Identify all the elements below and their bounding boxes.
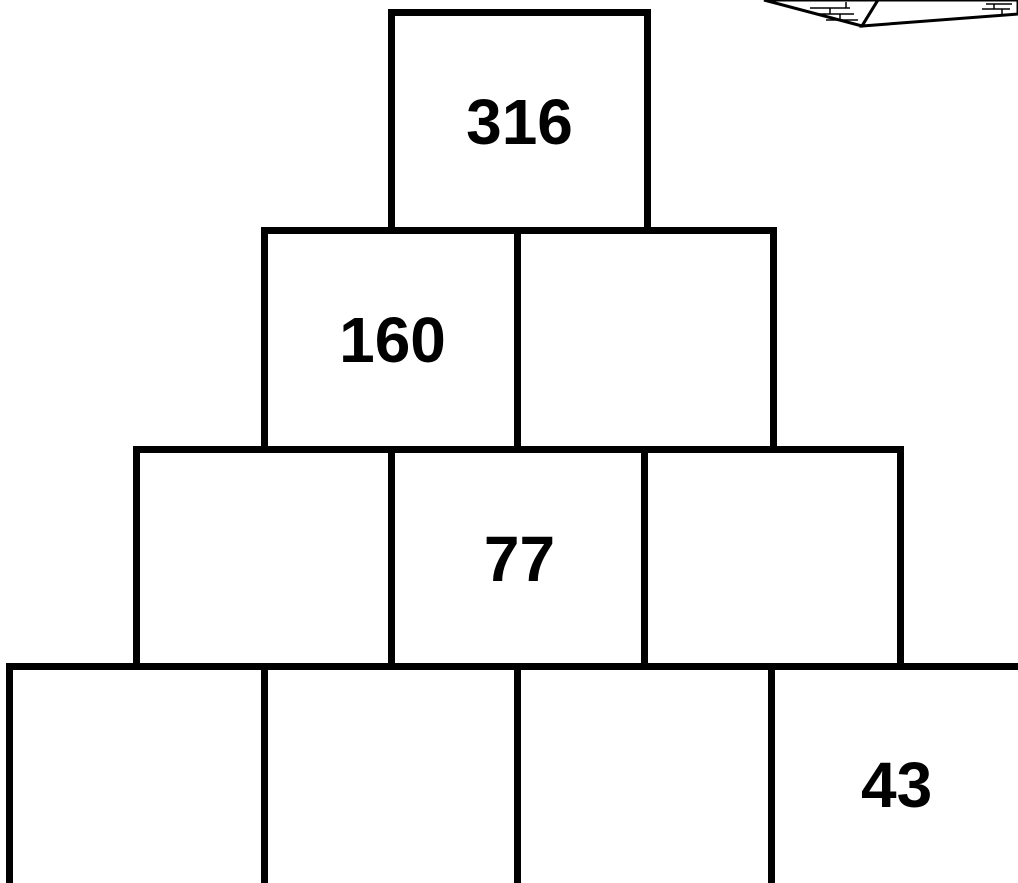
pyramid-cell-row3-left [133, 446, 396, 672]
pyramid-cell-row3-middle: 77 [388, 446, 651, 672]
pyramid-cell-row4-2 [261, 663, 524, 883]
pyramid-cell-row4-4: 43 [768, 663, 1018, 883]
pyramid-cell-row2-left: 160 [261, 227, 524, 453]
pyramid-cell-top: 316 [388, 9, 651, 235]
pyramid-cell-row3-right [641, 446, 904, 672]
brick-pyramid-icon [750, 0, 1018, 40]
pyramid-cell-row2-right [514, 227, 777, 453]
pyramid-cell-row4-1 [6, 663, 269, 883]
pyramid-cell-row4-3 [514, 663, 777, 883]
